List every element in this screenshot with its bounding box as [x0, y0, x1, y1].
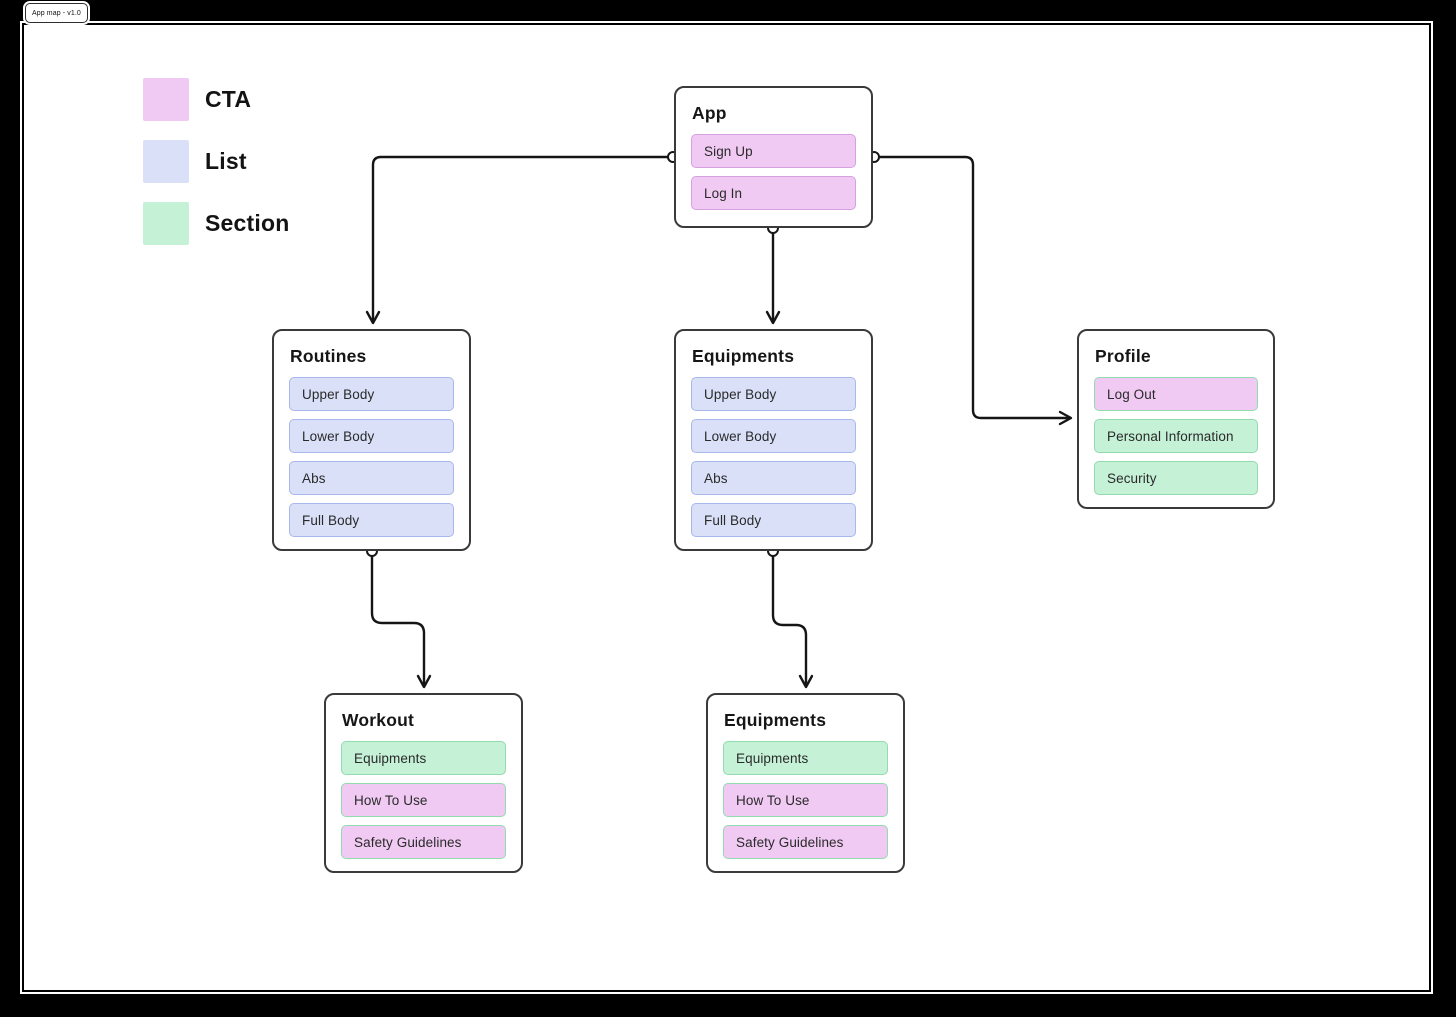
node-workout[interactable]: Workout Equipments How To Use Safety Gui…	[324, 693, 523, 873]
node-equipments-detail[interactable]: Equipments Equipments How To Use Safety …	[706, 693, 905, 873]
edge-app-to-profile	[874, 155, 1073, 426]
node-item-sign-up[interactable]: Sign Up	[691, 134, 856, 168]
node-item-how-to-use[interactable]: How To Use	[723, 783, 888, 817]
edge-equipments-to-detail	[771, 551, 814, 689]
node-title: App	[692, 103, 727, 123]
node-item-safety-guidelines[interactable]: Safety Guidelines	[341, 825, 506, 859]
node-routines[interactable]: Routines Upper Body Lower Body Abs Full …	[272, 329, 471, 551]
edge-routines-to-workout	[370, 551, 432, 689]
node-app[interactable]: App Sign Up Log In	[674, 86, 873, 228]
node-item-how-to-use[interactable]: How To Use	[341, 783, 506, 817]
node-title: Equipments	[724, 710, 827, 730]
node-item-personal-information[interactable]: Personal Information	[1094, 419, 1258, 453]
list-color-swatch	[143, 140, 189, 183]
diagram-canvas: CTA List Section App Sign Up Log	[20, 21, 1433, 994]
page-tab-label: App map - v1.0	[32, 9, 81, 17]
node-title: Workout	[342, 710, 415, 730]
legend-row-cta: CTA	[143, 78, 289, 121]
legend-row-list: List	[143, 140, 289, 183]
legend-label-section: Section	[205, 210, 290, 236]
node-item-full-body[interactable]: Full Body	[691, 503, 856, 537]
cta-color-swatch	[143, 78, 189, 121]
node-item-abs[interactable]: Abs	[289, 461, 454, 495]
page-tab[interactable]: App map - v1.0	[25, 3, 88, 23]
node-equipments[interactable]: Equipments Upper Body Lower Body Abs Ful…	[674, 329, 873, 551]
section-color-swatch	[143, 202, 189, 245]
node-item-equipments[interactable]: Equipments	[341, 741, 506, 775]
node-title: Routines	[290, 346, 367, 366]
legend-row-section: Section	[143, 202, 289, 245]
legend-label-cta: CTA	[205, 86, 252, 112]
legend: CTA List Section	[143, 78, 289, 264]
node-item-log-out[interactable]: Log Out	[1094, 377, 1258, 411]
node-item-lower-body[interactable]: Lower Body	[289, 419, 454, 453]
node-title: Profile	[1095, 346, 1151, 366]
node-item-log-in[interactable]: Log In	[691, 176, 856, 210]
node-item-abs[interactable]: Abs	[691, 461, 856, 495]
node-item-upper-body[interactable]: Upper Body	[289, 377, 454, 411]
node-profile[interactable]: Profile Log Out Personal Information Sec…	[1077, 329, 1275, 509]
edge-app-to-routines	[365, 155, 673, 325]
node-item-full-body[interactable]: Full Body	[289, 503, 454, 537]
node-item-upper-body[interactable]: Upper Body	[691, 377, 856, 411]
node-item-lower-body[interactable]: Lower Body	[691, 419, 856, 453]
node-item-safety-guidelines[interactable]: Safety Guidelines	[723, 825, 888, 859]
legend-label-list: List	[205, 148, 247, 174]
node-title: Equipments	[692, 346, 795, 366]
node-item-equipments[interactable]: Equipments	[723, 741, 888, 775]
node-item-security[interactable]: Security	[1094, 461, 1258, 495]
